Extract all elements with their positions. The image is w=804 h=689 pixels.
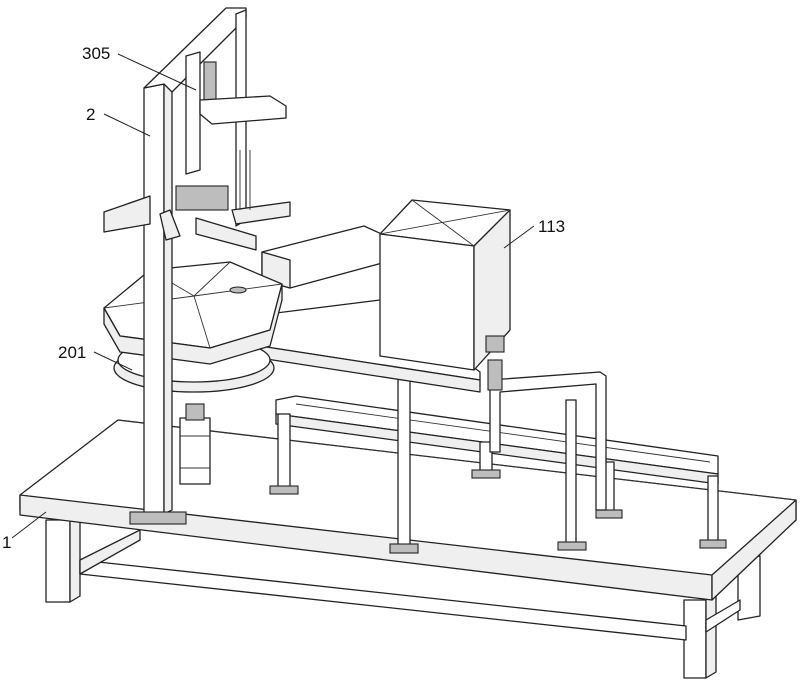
leader-2 (103, 113, 151, 137)
gripper-blade-front (195, 217, 257, 251)
table-top-right-edge (711, 499, 797, 601)
head-arm (199, 95, 287, 125)
leader-113 (503, 225, 535, 249)
vertical-frame (103, 7, 291, 525)
callouts: 305 2 113 201 1 (2, 44, 565, 552)
front-post-foot (389, 543, 419, 554)
press-actuator (487, 359, 503, 391)
slider-foot (557, 541, 587, 551)
leader-201 (93, 351, 133, 371)
label-113: 113 (538, 217, 565, 236)
head-motor (203, 61, 217, 103)
rail-foot-1 (269, 485, 299, 495)
label-201: 201 (58, 343, 86, 362)
press-unit (235, 199, 511, 393)
disk-hub (229, 286, 247, 294)
press-box-front (379, 233, 475, 371)
frame-post-left-side (163, 79, 173, 515)
press-motor (485, 335, 505, 353)
slider-leg (565, 399, 577, 547)
leader-305 (117, 53, 197, 91)
rail-foot-4 (699, 539, 727, 549)
label-2: 2 (86, 105, 95, 124)
gripper-blade-back (159, 209, 181, 241)
rail-foot-2 (471, 469, 501, 479)
label-1: 1 (2, 533, 11, 552)
table-leg-front-right-side (705, 593, 717, 679)
leader-1 (11, 511, 47, 539)
lift-cylinder (179, 417, 211, 485)
frame-foot (129, 511, 187, 525)
rail-foot-3 (595, 509, 623, 519)
cylinder-coupler (185, 403, 205, 421)
head-guide (185, 51, 201, 175)
table-leg-front-left (45, 519, 71, 603)
table-stretcher-right (705, 599, 741, 633)
press-box-side (473, 209, 511, 371)
table-leg-front-right (683, 599, 707, 679)
label-305: 305 (82, 44, 110, 63)
rail-leg-4 (707, 475, 719, 545)
table-leg-front-left-side (69, 513, 81, 603)
gripper-blade-left (103, 195, 151, 233)
rail-assembly (269, 295, 727, 554)
gripper-blade-right (231, 201, 291, 225)
frame-post-left (143, 83, 165, 515)
table-stretcher-left (79, 529, 141, 575)
rail-leg-1 (277, 413, 291, 491)
gripper-hub (175, 185, 229, 211)
